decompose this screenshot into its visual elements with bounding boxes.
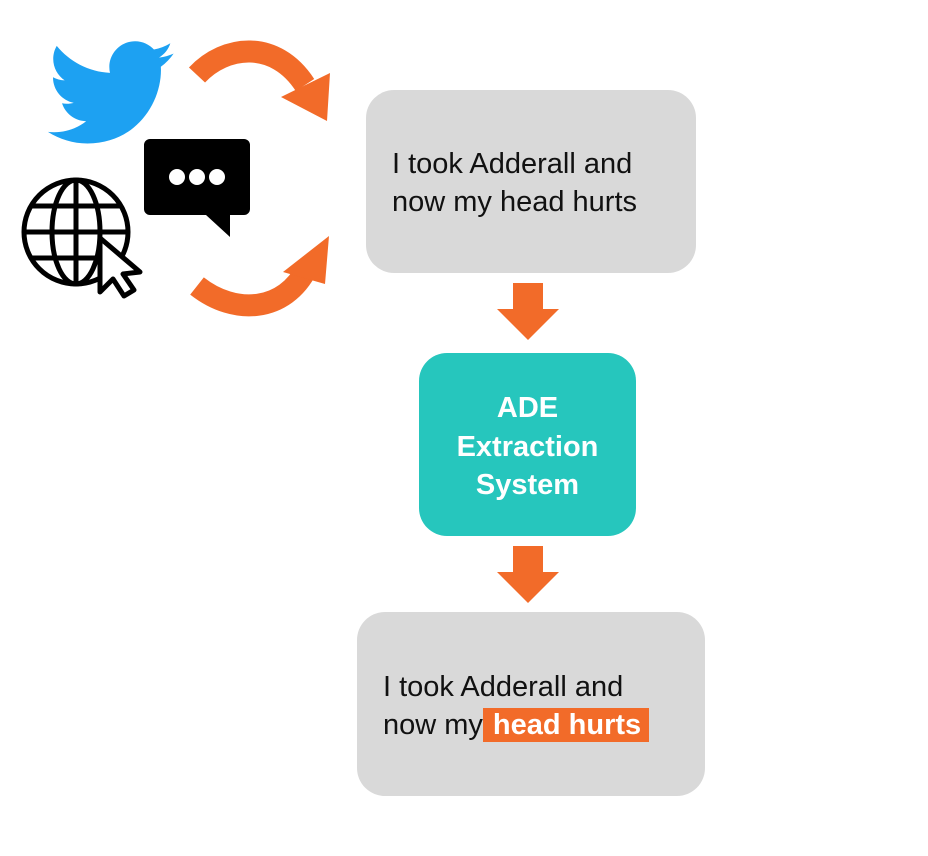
down-arrow-1 [497,283,559,340]
input-text-box [366,90,696,273]
output-line-1: I took Adderall and [383,671,624,703]
chat-bubble-icon [144,139,250,237]
input-text: I took Adderall and now my head hurts [392,145,637,221]
ade-extraction-system-box [419,353,636,536]
output-text-box [357,612,705,796]
globe-cursor-icon [21,177,143,299]
output-line-2-prefix: now my [383,709,483,741]
system-line-1: ADE [496,392,559,424]
curved-arrow-top [188,40,330,121]
input-line-2: now my head hurts [392,186,638,218]
input-line-1: I took Adderall and [392,148,633,180]
system-label: ADE Extraction System [419,389,636,505]
highlighted-ade-span: head hurts [482,708,650,742]
curved-arrow-bottom [190,236,329,317]
system-line-3: System [475,469,580,501]
down-arrow-2 [497,546,559,603]
system-line-2: Extraction [456,430,599,463]
twitter-bird-icon [47,41,174,144]
